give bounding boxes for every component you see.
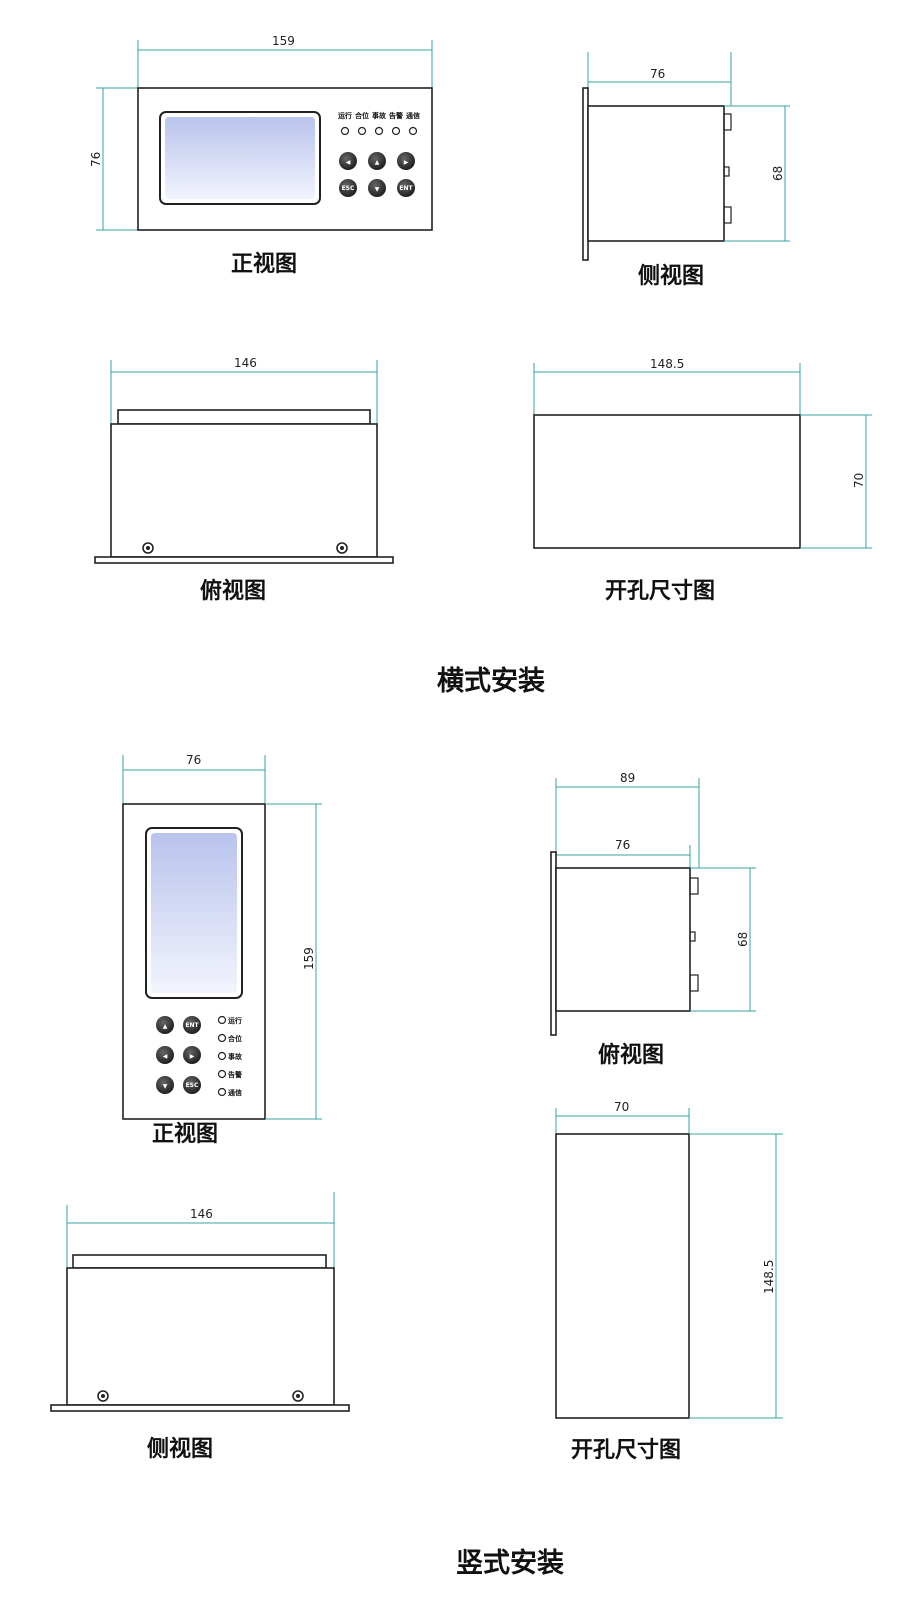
svg-text:ESC: ESC [186,1082,199,1089]
v-cutout-height-label: 148.5 [762,1260,776,1294]
h-front-screen [165,117,315,199]
v-front-width-label: 76 [186,753,201,767]
svg-text:◀: ◀ [163,1053,168,1060]
svg-text:通信: 通信 [406,111,420,120]
v-front-leds: 运行 合位 事故 告警 通信 [217,1015,242,1097]
svg-text:合位: 合位 [354,111,369,120]
v-front-buttons: ▲ ENT ◀ ▶ ▼ ESC [156,1016,201,1094]
svg-text:▲: ▲ [375,159,380,166]
svg-text:运行: 运行 [338,111,352,120]
h-side-height-label: 68 [771,166,785,181]
h-front-leds: 运行 合位 事故 告警 通信 [338,111,420,136]
h-side-caption: 侧视图 [638,263,704,289]
v-top-height-label: 68 [736,932,750,947]
v-cutout-caption: 开孔尺寸图 [571,1438,681,1463]
v-top-overall-label: 89 [620,771,635,785]
vertical-title: 竖式安装 [456,1548,564,1579]
h-side-depth-label: 76 [650,67,665,81]
v-top-view: 89 76 68 俯视图 [550,771,756,1068]
h-cutout-width-label: 148.5 [650,357,684,371]
v-side-width-label: 146 [190,1207,213,1221]
svg-text:事故: 事故 [228,1052,242,1061]
svg-text:▲: ▲ [163,1023,168,1030]
h-side-view: 76 68 侧视图 [582,52,790,289]
v-front-screen [151,833,237,993]
h-cutout-height-label: 70 [852,473,866,488]
svg-text:▼: ▼ [375,186,380,193]
h-front-width-label: 159 [272,34,295,48]
svg-text:▶: ▶ [404,159,409,166]
horizontal-title: 横式安装 [437,666,545,697]
h-top-view: 146 俯视图 [94,356,394,604]
v-front-view: 76 ▲ ENT ◀ ▶ ▼ ESC 运行 合位 事故 告警 [122,753,322,1147]
h-top-caption: 俯视图 [200,578,266,604]
svg-text:▼: ▼ [163,1083,168,1090]
svg-text:ENT: ENT [399,185,413,192]
h-front-caption: 正视图 [231,251,297,277]
svg-text:◀: ◀ [346,159,351,166]
svg-text:事故: 事故 [372,111,386,120]
v-side-caption: 侧视图 [147,1436,213,1462]
h-front-height-label: 76 [89,152,103,167]
h-cutout-view: 148.5 70 开孔尺寸图 [533,357,872,604]
svg-text:ESC: ESC [342,185,355,192]
v-front-caption: 正视图 [152,1121,218,1147]
h-front-view: 159 76 运行 合位 事故 告警 通信 ◀ [89,34,433,277]
h-front-buttons: ◀ ▲ ▶ ESC ▼ ENT [339,152,415,197]
v-side-view: 146 侧视图 [50,1192,350,1462]
svg-text:▶: ▶ [190,1053,195,1060]
v-top-caption: 俯视图 [598,1042,664,1068]
v-top-depth-label: 76 [615,838,630,852]
svg-text:告警: 告警 [389,111,403,120]
v-front-height-label: 159 [302,947,316,970]
svg-text:合位: 合位 [227,1034,242,1043]
v-cutout-view: 70 148.5 开孔尺寸图 [555,1100,783,1463]
svg-text:通信: 通信 [228,1088,242,1097]
v-cutout-width-label: 70 [614,1100,629,1114]
svg-text:告警: 告警 [228,1070,242,1079]
h-cutout-caption: 开孔尺寸图 [605,579,715,604]
svg-text:运行: 运行 [228,1016,242,1025]
h-top-width-label: 146 [234,356,257,370]
svg-text:ENT: ENT [185,1022,199,1029]
